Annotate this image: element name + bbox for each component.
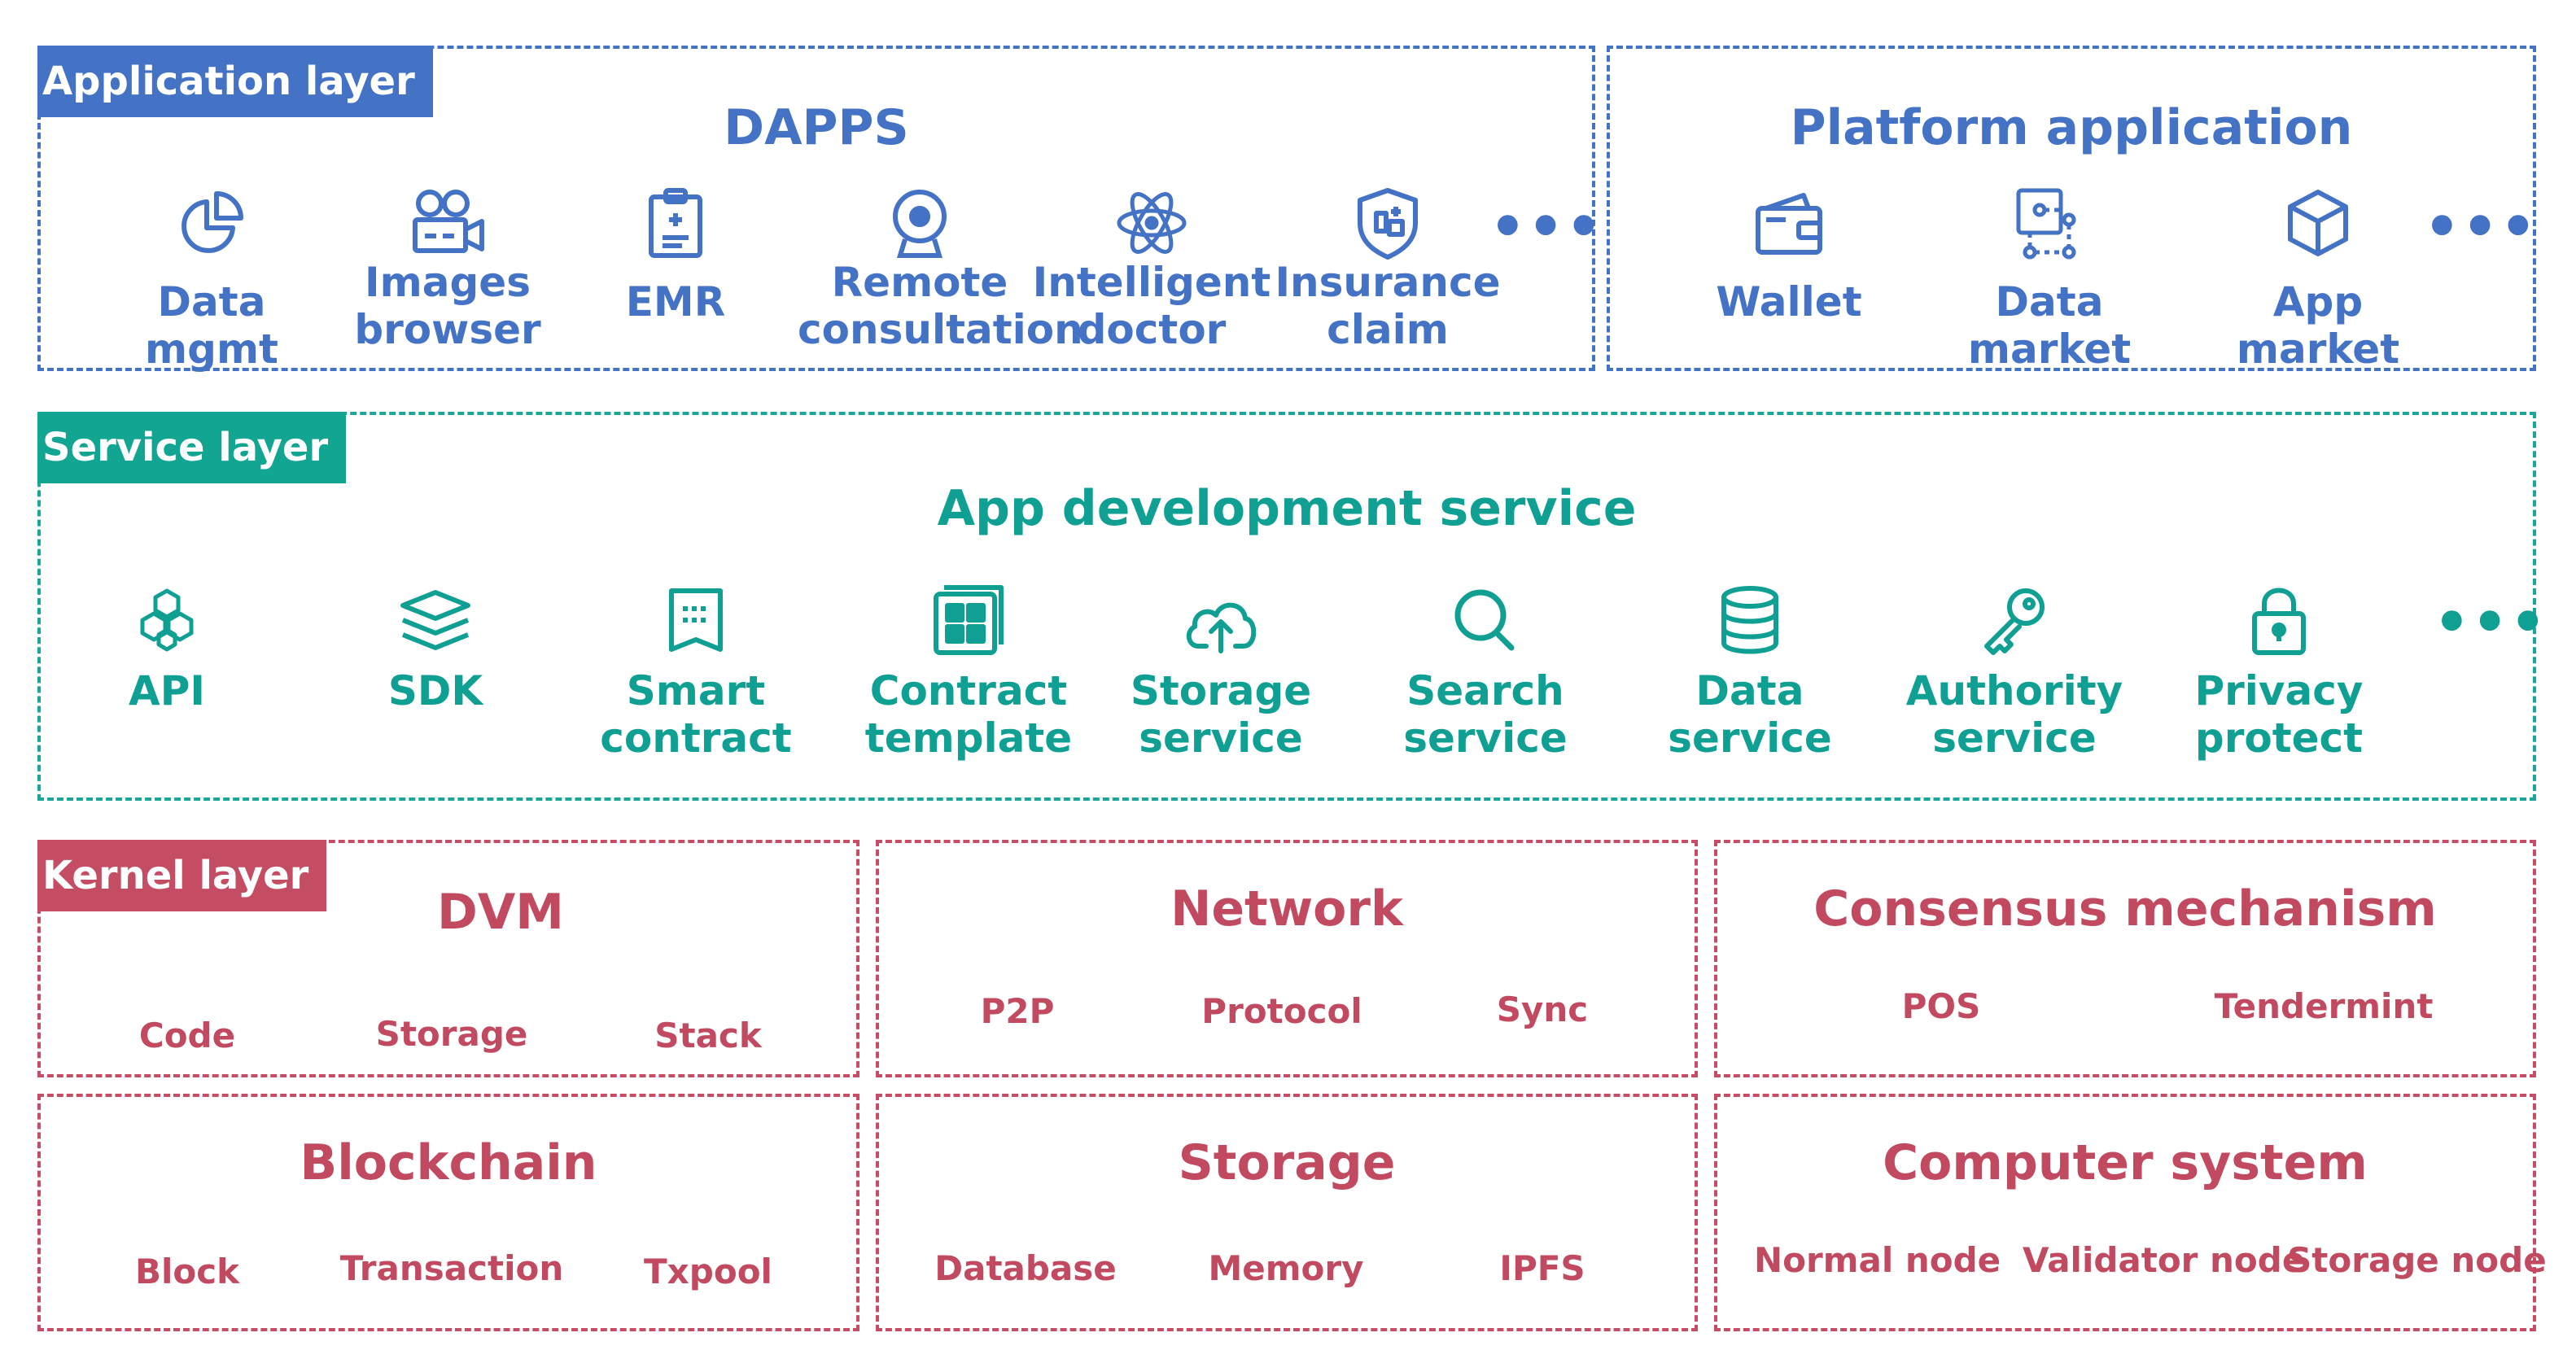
service-contract-template[interactable]: Contract template	[842, 581, 1095, 762]
computer-title: Computer system	[1883, 1134, 2368, 1191]
consensus-item-tendermint: Tendermint	[2214, 986, 2434, 1026]
network-item-p2p: P2P	[980, 991, 1055, 1031]
service-label: SDK	[387, 667, 483, 714]
storage-item-database: Database	[934, 1248, 1117, 1288]
service-panel: Service layer App development service AP…	[37, 412, 2546, 801]
platform-app-market[interactable]: App market	[2196, 184, 2440, 373]
dapp-label: Images browser	[354, 259, 541, 353]
storage-item-memory: Memory	[1208, 1248, 1364, 1288]
database-icon	[1721, 586, 1778, 654]
dapp-label: Intelligent doctor	[1032, 259, 1271, 353]
dvm-item-stack: Stack	[654, 1016, 762, 1055]
blockchain-title: Blockchain	[300, 1134, 597, 1191]
platform-label: Data market	[1967, 278, 2132, 373]
dapps-title: DAPPS	[724, 99, 909, 156]
blockchain-item-txpool: Txpool	[644, 1252, 772, 1291]
storage-title: Storage	[1178, 1134, 1396, 1191]
service-smart-contract[interactable]: Smart contract	[570, 581, 822, 762]
kernel-dvm-panel: Kernel layer DVM Code Storage Stack	[37, 840, 859, 1077]
platform-data-market[interactable]: Data market	[1927, 184, 2171, 373]
service-more-icon[interactable]: •••	[2434, 589, 2548, 656]
blockchain-item-transaction: Transaction	[339, 1248, 564, 1288]
consensus-item-pos: POS	[1901, 986, 1981, 1026]
service-label: Search service	[1403, 667, 1568, 762]
service-label: API	[129, 667, 205, 714]
dvm-item-storage: Storage	[375, 1014, 528, 1054]
computer-item-normal-node: Normal node	[1754, 1240, 2001, 1280]
kernel-consensus-panel: Consensus mechanism POS Tendermint	[1714, 840, 2536, 1077]
service-label: Privacy protect	[2194, 667, 2364, 762]
dapp-intelligent-doctor[interactable]: Intelligent doctor	[1030, 184, 1274, 353]
service-api[interactable]: API	[41, 581, 293, 714]
template-grid-icon	[934, 585, 1004, 655]
storage-item-ipfs: IPFS	[1499, 1248, 1585, 1288]
service-search-service[interactable]: Search service	[1359, 581, 1612, 762]
insurance-shield-icon	[1358, 188, 1418, 260]
platform-label: App market	[2236, 278, 2400, 373]
dapps-more-icon[interactable]: •••	[1489, 194, 1604, 260]
key-icon	[1984, 588, 2045, 655]
network-item-sync: Sync	[1496, 990, 1589, 1029]
pie-chart-icon	[182, 191, 243, 253]
service-label: Authority service	[1905, 667, 2123, 762]
atom-icon	[1117, 192, 1187, 254]
kernel-computer-panel: Computer system Normal node Validator no…	[1714, 1094, 2547, 1331]
service-title: App development service	[937, 480, 1637, 537]
kernel-network-panel: Network P2P Protocol Sync	[876, 840, 1698, 1077]
network-item-protocol: Protocol	[1201, 991, 1362, 1031]
dapp-label: Data mgmt	[145, 278, 278, 373]
platform-title: Platform application	[1790, 99, 2353, 156]
dapps-panel: Application layer DAPPS Data mgmt Images…	[37, 46, 1602, 373]
video-camera-icon	[413, 190, 484, 253]
dapp-label: Insurance claim	[1275, 259, 1501, 353]
service-sdk[interactable]: SDK	[309, 581, 562, 714]
platform-wallet[interactable]: Wallet	[1667, 184, 1911, 326]
platform-more-icon[interactable]: •••	[2424, 194, 2539, 260]
kernel-storage-panel: Storage Database Memory IPFS	[876, 1094, 1698, 1331]
webcam-icon	[893, 190, 947, 258]
cube-icon	[2288, 190, 2348, 256]
service-authority-service[interactable]: Authority service	[1888, 581, 2141, 762]
medical-record-icon	[649, 188, 702, 258]
service-privacy-protect[interactable]: Privacy protect	[2153, 581, 2405, 762]
dapp-data-mgmt[interactable]: Data mgmt	[90, 184, 334, 373]
platform-panel: Platform application Wallet Data market …	[1607, 46, 2539, 373]
consensus-title: Consensus mechanism	[1813, 880, 2437, 937]
computer-item-storage-node: Storage node	[2287, 1240, 2547, 1280]
kernel-layer-tag: Kernel layer	[37, 840, 327, 911]
network-title: Network	[1170, 880, 1403, 937]
blockchain-item-block: Block	[134, 1252, 240, 1291]
service-data-service[interactable]: Data service	[1624, 581, 1876, 762]
cloud-upload-icon	[1186, 602, 1257, 653]
service-label: Smart contract	[600, 667, 792, 762]
wallet-icon	[1756, 193, 1822, 255]
dapp-label: Remote consultation	[798, 259, 1083, 353]
layers-icon	[400, 590, 470, 650]
dapp-emr[interactable]: EMR	[553, 184, 798, 326]
dvm-item-code: Code	[138, 1016, 236, 1055]
kernel-blockchain-panel: Blockchain Block Transaction Txpool	[37, 1094, 859, 1331]
dapp-insurance-claim[interactable]: Insurance claim	[1266, 184, 1510, 353]
dapp-images-browser[interactable]: Images browser	[326, 184, 570, 353]
contract-icon	[669, 588, 723, 652]
dapp-label: EMR	[625, 278, 726, 326]
dvm-title: DVM	[437, 884, 564, 941]
service-label: Contract template	[864, 667, 1073, 762]
service-label: Data service	[1668, 667, 1832, 762]
data-market-icon	[2016, 188, 2076, 260]
service-label: Storage service	[1130, 667, 1312, 762]
lock-icon	[2252, 588, 2306, 655]
application-layer-tag: Application layer	[37, 46, 433, 117]
dapp-remote-consultation[interactable]: Remote consultation	[798, 184, 1083, 353]
service-storage-service[interactable]: Storage service	[1095, 581, 1347, 762]
service-layer-tag: Service layer	[37, 412, 347, 483]
search-icon	[1454, 589, 1515, 651]
hexagons-icon	[140, 588, 194, 652]
platform-label: Wallet	[1716, 278, 1862, 326]
computer-item-validator-node: Validator node	[2023, 1240, 2306, 1280]
